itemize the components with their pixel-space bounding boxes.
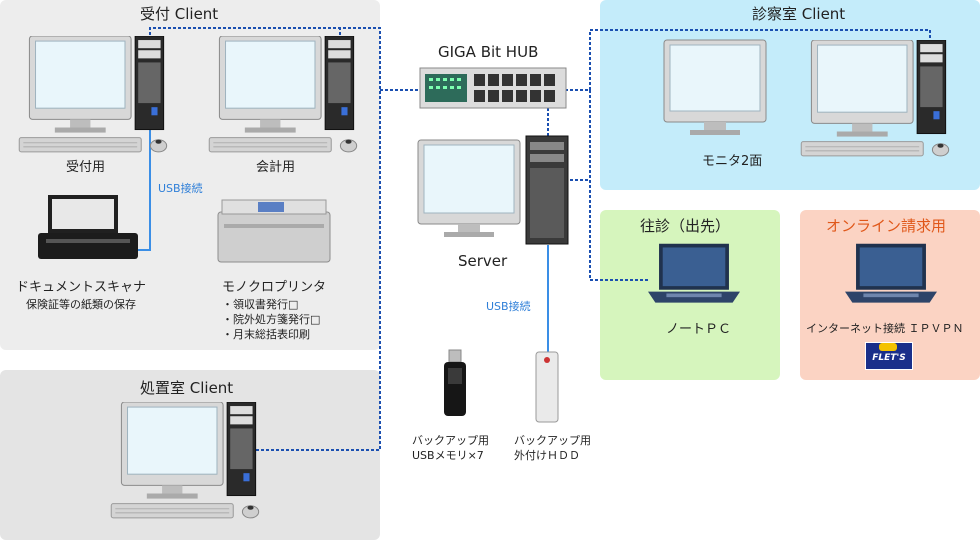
server-icon [417,135,569,245]
printer-label: モノクロプリンタ [222,280,327,295]
server-label: Server [458,252,508,270]
treatment-title: 処置室 Client [140,379,234,397]
scanner-label: ドキュメントスキャナ [16,280,147,295]
treatment-pc-icon [110,402,265,524]
monochrome-printer-icon [217,199,331,263]
external-hdd-icon [535,351,559,423]
visit-title: 往診（出先） [640,217,731,235]
usb-memory-label-2: USBメモリ×7 [412,449,484,462]
reception-title: 受付 Client [140,5,219,23]
flets-logo-text: FLET'S [872,353,906,363]
usb-memory-icon [444,349,466,416]
exam-monitors-label: モニタ2面 [702,154,763,169]
notebook-label: ノートＰＣ [666,322,732,337]
printer-use-2: ・院外処方箋発行□ [222,313,321,326]
flets-logo: FLET'S [865,342,913,370]
accounting-pc-icon [208,36,363,158]
printer-use-1: ・領収書発行□ [222,298,299,311]
hub-label: GIGA Bit HUB [438,43,539,61]
printer-use-3: ・月末総括表印刷 [222,328,310,341]
accounting-pc-label: 会計用 [256,160,296,175]
reception-pc-icon [18,36,173,158]
exam-title: 診察室 Client [752,5,846,23]
online-pc-label: インターネット接続 ＩＰＶＰＮ [806,322,964,335]
gigabit-hub-icon [419,67,567,109]
exam-pc-icon [800,40,955,162]
notebook-pc-icon [648,243,740,309]
exam-monitor-icon [663,39,767,135]
reception-pc-label: 受付用 [66,160,106,175]
external-hdd-label-1: バックアップ用 [514,434,591,447]
usb-hdd-label: USB接続 [486,300,531,313]
online-pc-icon [845,243,937,309]
usb-memory-label-1: バックアップ用 [412,434,489,447]
online-title: オンライン請求用 [826,217,947,235]
document-scanner-icon [38,195,138,259]
external-hdd-label-2: 外付けＨＤＤ [514,449,580,462]
scanner-note: 保険証等の紙類の保存 [26,298,136,311]
usb-scanner-label: USB接続 [158,182,203,195]
